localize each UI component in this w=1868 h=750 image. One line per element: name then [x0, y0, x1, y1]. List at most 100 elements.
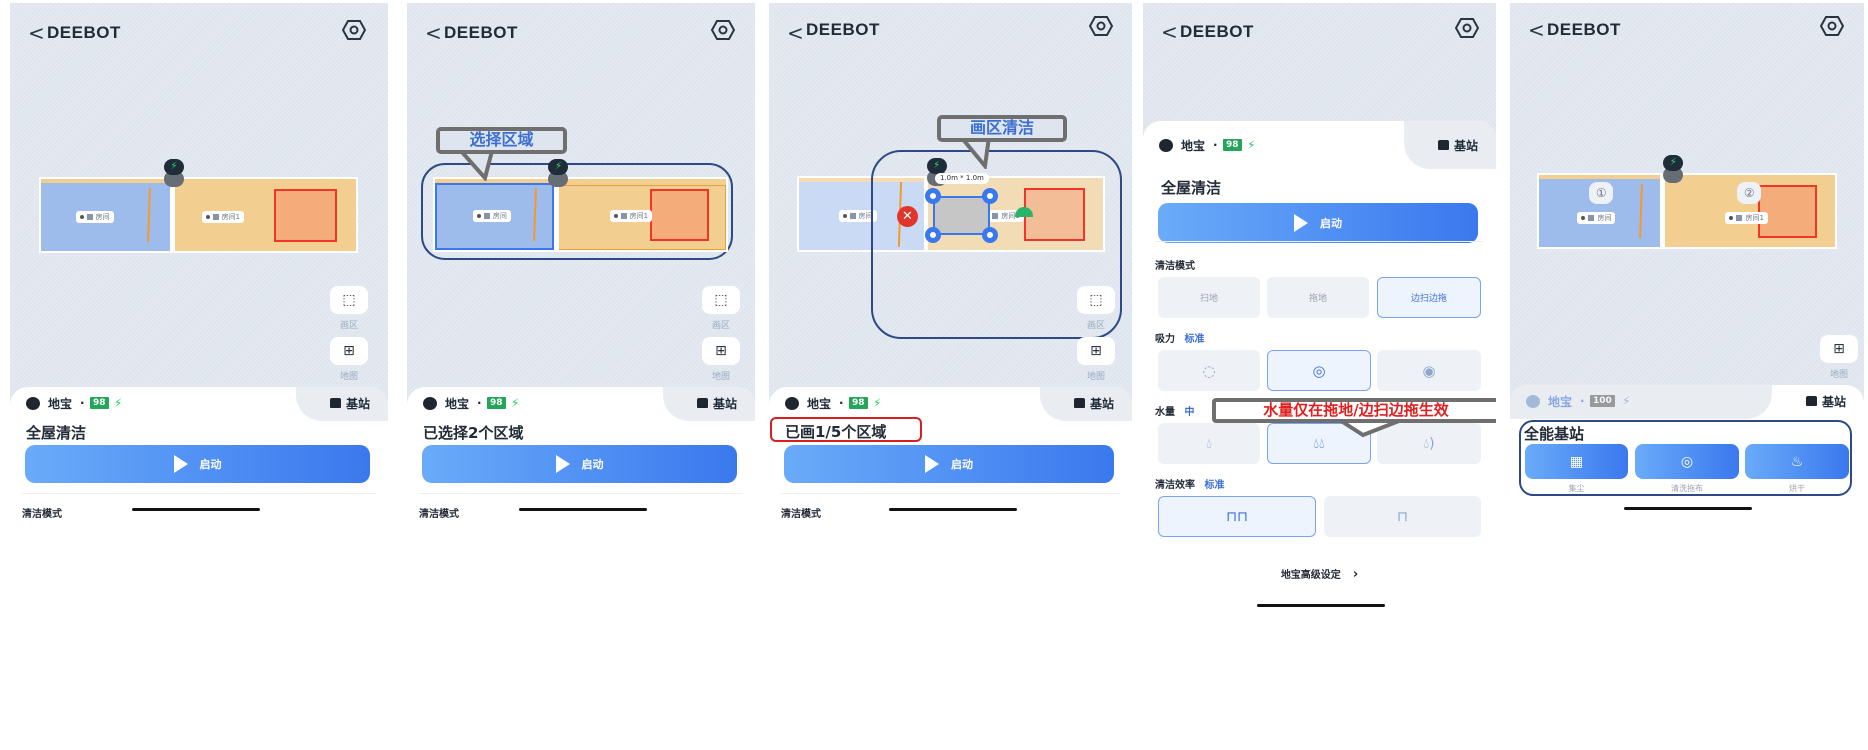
- water-low-option[interactable]: 💧︎: [1158, 423, 1260, 464]
- settings-icon[interactable]: [1089, 15, 1113, 37]
- floor-map[interactable]: 房间 房间1 ⚡: [433, 159, 728, 252]
- resize-handle[interactable]: [925, 227, 941, 243]
- start-button[interactable]: 启动: [422, 445, 737, 483]
- charging-dock-icon: ⚡: [1663, 155, 1684, 187]
- app-title: DEEBOT: [1547, 20, 1621, 39]
- option-label: 边扫边拖: [1410, 294, 1447, 304]
- option-label: 扫地: [1199, 294, 1218, 304]
- efficiency-fast-option[interactable]: ⊓: [1324, 496, 1481, 537]
- start-label: 启动: [581, 458, 604, 471]
- section-title: 全屋清洁: [26, 424, 87, 442]
- resize-handle[interactable]: [982, 227, 998, 243]
- room-order-marker: ②: [1737, 182, 1762, 205]
- map-button[interactable]: ⊞: [1077, 337, 1115, 365]
- draw-area-button[interactable]: ⬚: [330, 286, 368, 314]
- water-high-option[interactable]: 💧︎): [1377, 423, 1481, 464]
- section-title: 全能基站: [1524, 425, 1585, 443]
- room-label[interactable]: 房间: [838, 209, 877, 222]
- efficiency-standard-option[interactable]: ⊓⊓: [1158, 496, 1316, 537]
- settings-icon[interactable]: [342, 19, 366, 41]
- carpet-area: [274, 189, 338, 242]
- draw-area-button[interactable]: ⬚: [702, 286, 740, 314]
- bottom-sheet: 地宝 · 100 ⚡ 基站 全能基站 ▦ ◎ ♨ 集尘 清洗拖布 烘干: [1510, 385, 1864, 750]
- back-icon[interactable]: <: [1161, 20, 1178, 44]
- drop-icon: 💧︎: [1206, 435, 1212, 452]
- start-button[interactable]: 启动: [25, 445, 370, 483]
- floor-map[interactable]: ① ② 房间 房间1 ⚡: [1537, 155, 1837, 249]
- back-icon[interactable]: <: [425, 21, 442, 45]
- room-name: 房间: [1597, 214, 1612, 223]
- back-icon[interactable]: <: [787, 21, 804, 45]
- mode-option-sweep[interactable]: 扫地: [1158, 277, 1260, 318]
- settings-icon[interactable]: [1455, 17, 1479, 39]
- tab-robot[interactable]: 地宝: [1548, 394, 1573, 409]
- dust-collect-button[interactable]: ▦: [1525, 444, 1628, 479]
- carpet-area: [1023, 188, 1085, 241]
- suction-low-option[interactable]: ◌: [1158, 350, 1260, 391]
- map-button[interactable]: ⊞: [1820, 335, 1858, 363]
- app-title: DEEBOT: [47, 23, 121, 42]
- room-label[interactable]: 房间1: [609, 210, 653, 223]
- map-label: 地图: [711, 372, 730, 382]
- tab-robot[interactable]: 地宝: [48, 396, 73, 411]
- efficiency-label: 清洁效率 标准: [1155, 476, 1224, 491]
- tab-row-active: 基站: [1510, 391, 1864, 411]
- callout-tail: [459, 151, 494, 181]
- tab-station[interactable]: 基站: [696, 395, 737, 412]
- station-label: 基站: [1089, 396, 1114, 411]
- home-indicator: [1624, 507, 1752, 510]
- room-label[interactable]: 房间1: [201, 210, 245, 223]
- heat-icon: ♨: [1790, 453, 1804, 470]
- tab-station[interactable]: 基站: [1073, 395, 1114, 412]
- path-dense-icon: ⊓⊓: [1226, 508, 1248, 525]
- callout-tail: [959, 137, 991, 169]
- highlight-outline-red: [770, 417, 922, 442]
- tab-robot[interactable]: 地宝: [445, 396, 470, 411]
- station-label: 基站: [712, 396, 737, 411]
- section-title: 已画1/5个区域: [785, 423, 887, 441]
- advanced-label: 地宝高级设定: [1280, 570, 1341, 581]
- tab-station[interactable]: 基站: [1805, 393, 1846, 410]
- room-name: 房间1: [629, 212, 649, 221]
- wash-mop-button[interactable]: ◎: [1635, 444, 1739, 479]
- start-button[interactable]: 启动: [784, 445, 1114, 483]
- mode-option-mop[interactable]: 拖地: [1267, 277, 1369, 318]
- battery-badge: 98: [1223, 139, 1242, 151]
- map-button[interactable]: ⊞: [702, 337, 740, 365]
- resize-handle[interactable]: [925, 188, 941, 204]
- map-button[interactable]: ⊞: [330, 337, 368, 365]
- tab-station[interactable]: 基站: [329, 395, 370, 412]
- settings-icon[interactable]: [1820, 15, 1844, 37]
- room-label[interactable]: 房间: [1577, 212, 1616, 225]
- start-button[interactable]: 启动: [1158, 203, 1478, 243]
- bottom-sheet: 地宝 · 98 ⚡ 基站 全屋清洁 启动 清洁模式: [10, 387, 388, 750]
- map-label: 地图: [339, 372, 358, 382]
- advanced-settings-link[interactable]: 地宝高级设定›: [1143, 566, 1496, 582]
- station-label: 基站: [1453, 138, 1478, 153]
- annotation-callout: 画区清洁: [937, 115, 1067, 142]
- tab-station[interactable]: 基站: [1437, 137, 1478, 154]
- room-label[interactable]: 房间: [472, 210, 511, 223]
- room-name: 房间: [492, 212, 507, 221]
- resize-handle[interactable]: [982, 188, 998, 204]
- mode-option-sweep-mop[interactable]: 边扫边拖: [1377, 277, 1481, 318]
- delete-area-icon[interactable]: ✕: [897, 206, 918, 227]
- room-label[interactable]: 房间: [75, 210, 114, 223]
- suction-standard-option[interactable]: ◎: [1267, 350, 1371, 391]
- tab-robot[interactable]: 地宝: [1181, 138, 1206, 153]
- tab-robot[interactable]: 地宝: [807, 396, 832, 411]
- charging-icon: ⚡: [1247, 138, 1256, 152]
- draw-area-button[interactable]: ⬚: [1077, 286, 1115, 314]
- floor-map[interactable]: 房间 房间1 ⚡: [39, 159, 358, 253]
- room-label[interactable]: 房间1: [1725, 212, 1768, 225]
- back-icon[interactable]: <: [28, 21, 45, 45]
- drawn-area[interactable]: [933, 196, 990, 235]
- back-icon[interactable]: <: [1528, 18, 1545, 42]
- settings-icon[interactable]: [711, 19, 735, 41]
- clean-mode-label: 清洁模式: [419, 509, 459, 520]
- dry-button[interactable]: ♨: [1745, 444, 1849, 479]
- vortex-icon: ◉: [1422, 361, 1436, 380]
- dry-label: 烘干: [1789, 484, 1805, 493]
- clean-mode-label: 清洁模式: [1155, 261, 1195, 272]
- suction-high-option[interactable]: ◉: [1377, 350, 1481, 391]
